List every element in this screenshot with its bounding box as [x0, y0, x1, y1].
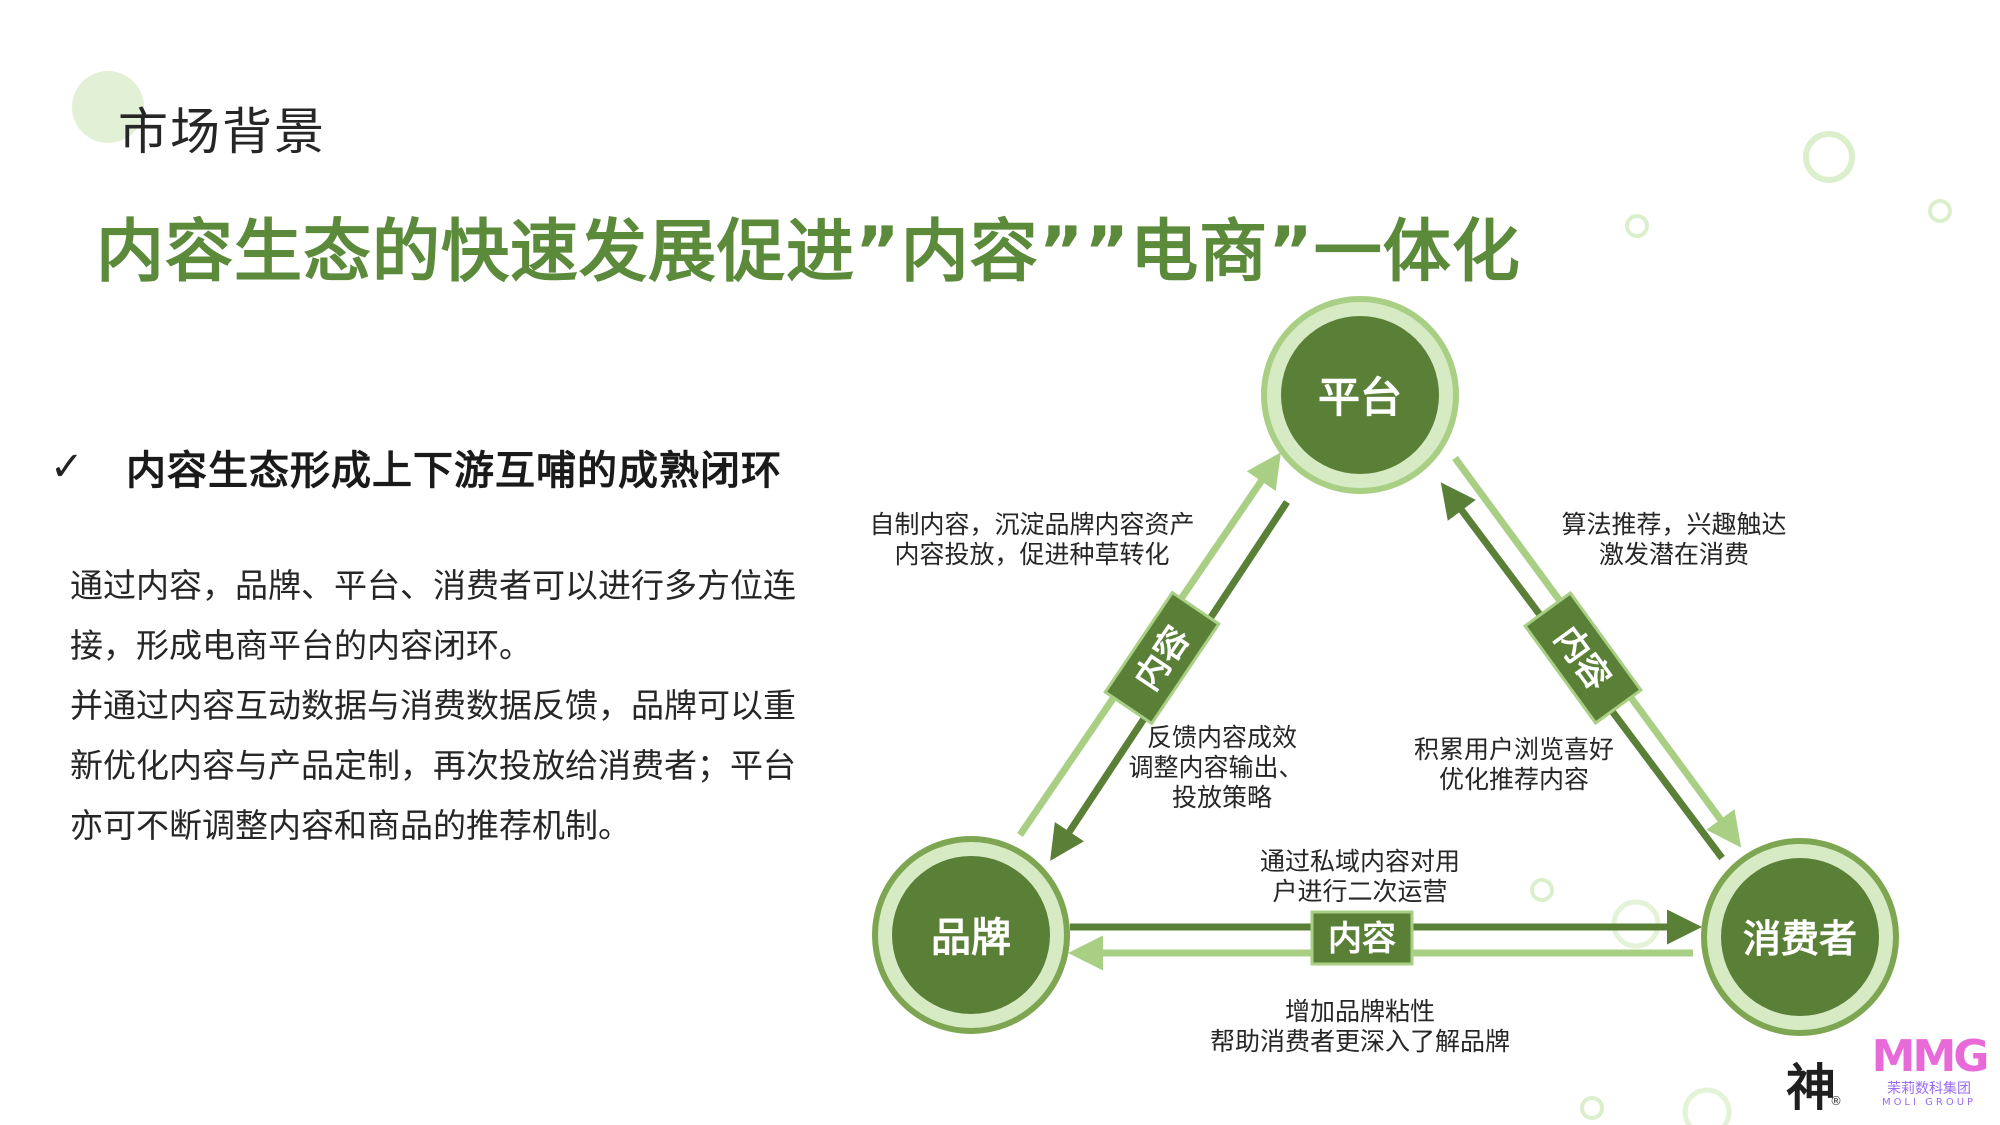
node-consumer-label: 消费者: [1743, 917, 1857, 961]
annotation-brand-to-platform: 自制内容，沉淀品牌内容资产: [869, 510, 1194, 539]
registered-mark: ®: [1830, 1094, 1842, 1108]
badge-right-content: 内容: [1522, 590, 1644, 726]
node-consumer: 消费者: [1701, 838, 1899, 1036]
body-paragraph: 通过内容，品牌、平台、消费者可以进行多方位连接，形成电商平台的内容闭环。: [70, 566, 796, 665]
decor-ring: [1625, 214, 1649, 238]
badge-bottom-content: 内容: [1310, 910, 1414, 966]
annotation-platform-to-brand: 反馈内容成效: [1147, 723, 1297, 752]
section-title: 市场背景: [118, 103, 326, 161]
moli-logo-en: MOLI GROUP: [1881, 1097, 1977, 1108]
shen-logo-glyph: 神: [1786, 1058, 1836, 1117]
annotation-brand-to-consumer: 户进行二次运营: [1272, 877, 1447, 906]
body-paragraph: 并通过内容互动数据与消费数据反馈，品牌可以重新优化内容与产品定制，再次投放给消费…: [70, 686, 796, 845]
decor-ring: [1682, 1087, 1732, 1125]
page-headline: 内容生态的快速发展促进”内容””电商”一体化: [96, 213, 1521, 292]
shen-logo: 神 ®: [1782, 1028, 1842, 1118]
badge-left-content: 内容: [1103, 590, 1221, 726]
annotation-brand-to-platform: 内容投放，促进种草转化: [894, 540, 1169, 569]
annotation-brand-to-consumer: 通过私域内容对用: [1260, 847, 1460, 876]
annotation-consumer-to-platform: 积累用户浏览喜好: [1414, 735, 1614, 764]
decor-ring: [1580, 1096, 1604, 1120]
node-platform: 平台: [1261, 296, 1459, 494]
node-platform-label: 平台: [1318, 373, 1402, 422]
node-brand: 品牌: [872, 836, 1070, 1034]
annotation-consumer-to-brand: 帮助消费者更深入了解品牌: [1210, 1027, 1510, 1056]
node-brand-label: 品牌: [931, 915, 1011, 961]
body-text: 通过内容，品牌、平台、消费者可以进行多方位连接，形成电商平台的内容闭环。 并通过…: [70, 556, 820, 856]
title-blob: [72, 71, 144, 143]
moli-logo-mark: MMG: [1871, 1031, 1990, 1082]
annotation-consumer-to-brand: 增加品牌粘性: [1285, 997, 1435, 1026]
decor-ring: [1530, 878, 1554, 902]
decor-ring: [1928, 199, 1952, 223]
check-icon: ✓: [50, 444, 84, 490]
moli-logo-cn: 茉莉数科集团: [1887, 1081, 1971, 1097]
annotation-platform-to-consumer: 算法推荐，兴趣触达: [1561, 510, 1786, 539]
moli-group-logo: MMG 茉莉数科集团 MOLI GROUP: [1868, 1033, 1990, 1115]
annotation-platform-to-consumer: 激发潜在消费: [1599, 540, 1749, 569]
annotation-consumer-to-platform: 优化推荐内容: [1439, 765, 1589, 794]
bullet-heading: 内容生态形成上下游互哺的成熟闭环: [126, 448, 782, 494]
annotation-platform-to-brand: 调整内容输出、: [1128, 753, 1303, 782]
bullet-row: ✓ 内容生态形成上下游互哺的成熟闭环: [50, 438, 782, 496]
badge-bottom-label: 内容: [1328, 919, 1396, 959]
decor-ring: [1803, 131, 1855, 183]
annotation-platform-to-brand: 投放策略: [1172, 783, 1272, 812]
